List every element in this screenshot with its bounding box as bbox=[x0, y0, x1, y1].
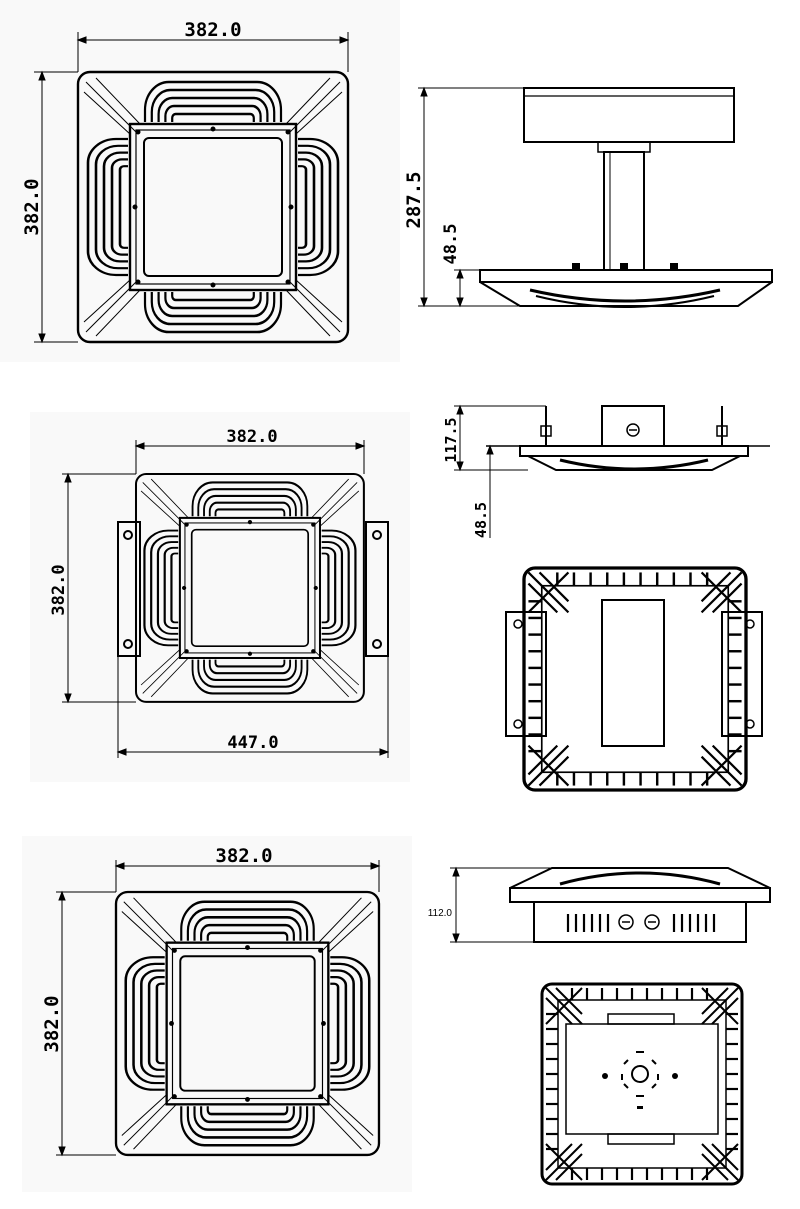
back-view-surface bbox=[540, 982, 744, 1186]
dimension-depth-top bbox=[34, 70, 78, 344]
dim-width-top: 382.0 bbox=[184, 19, 241, 41]
row-1: 382.0 382.0 287.5 bbox=[0, 0, 773, 362]
dimension-height-total-top bbox=[418, 86, 524, 308]
dim-height-total-bottom: 112.0 bbox=[428, 908, 453, 919]
dim-height-housing-top: 48.5 bbox=[441, 224, 461, 265]
side-view-pendant bbox=[479, 87, 773, 308]
dimension-bracket-width bbox=[116, 656, 390, 758]
side-view-surface bbox=[509, 867, 771, 943]
dim-depth-bottom: 382.0 bbox=[41, 995, 63, 1052]
dim-depth-middle: 382.0 bbox=[49, 564, 69, 615]
dim-height-total-top: 287.5 bbox=[403, 171, 425, 228]
dimension-width-bottom bbox=[114, 860, 381, 892]
dimension-height-housing-middle bbox=[486, 444, 494, 538]
dim-bracket-width: 447.0 bbox=[227, 733, 278, 753]
dimension-height-total-bottom bbox=[450, 866, 552, 944]
panel-top-plan bbox=[0, 0, 400, 362]
dimension-depth-bottom bbox=[56, 890, 116, 1157]
dimension-width-middle bbox=[134, 440, 366, 474]
side-view-bracket bbox=[486, 405, 770, 471]
row-3: 382.0 382.0 bbox=[22, 836, 771, 1192]
row-2: 382.0 382.0 447.0 bbox=[30, 404, 770, 792]
dim-width-middle: 382.0 bbox=[226, 427, 277, 447]
dimension-height-housing-top bbox=[454, 268, 480, 308]
dimension-width-top bbox=[76, 32, 350, 72]
mounting-brackets bbox=[117, 521, 389, 657]
dim-height-housing-middle: 48.5 bbox=[472, 502, 490, 538]
dim-height-total-middle: 117.5 bbox=[442, 417, 460, 462]
dim-depth-top: 382.0 bbox=[21, 178, 43, 235]
back-view-bracket bbox=[505, 566, 763, 792]
dimension-height-total-middle bbox=[454, 404, 546, 472]
dim-width-bottom: 382.0 bbox=[215, 845, 272, 867]
dimension-depth-middle bbox=[62, 472, 136, 704]
panel-middle-plan bbox=[30, 412, 410, 782]
